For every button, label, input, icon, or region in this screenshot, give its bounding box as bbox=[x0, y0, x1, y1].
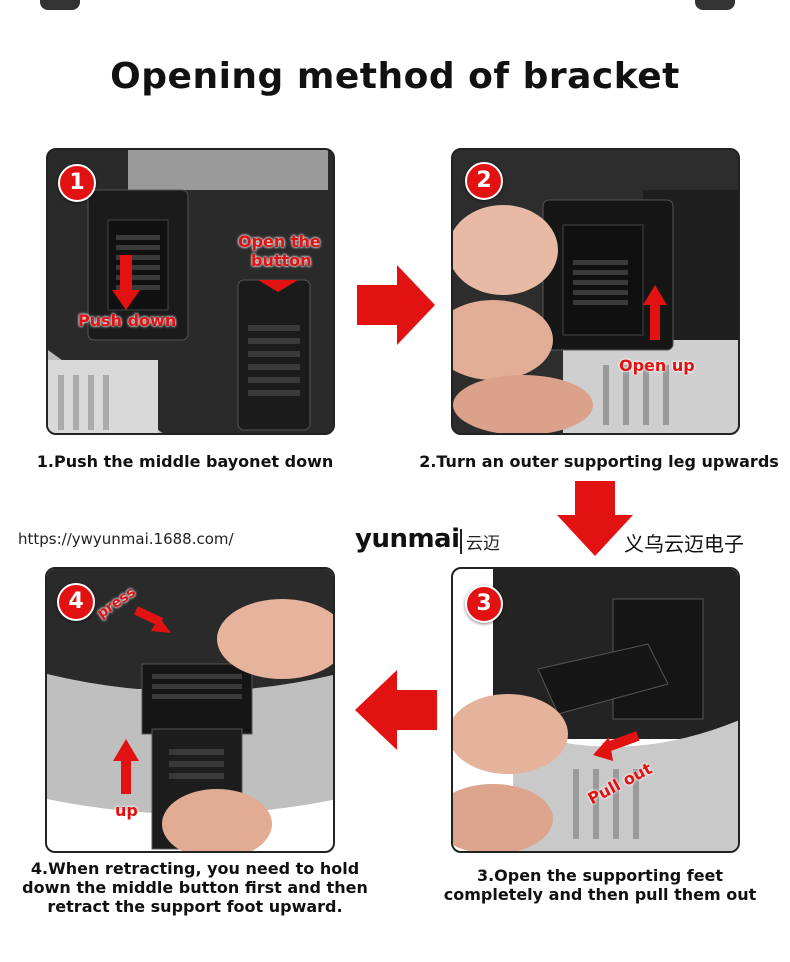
brand-logo-cn: 云迈 bbox=[460, 529, 500, 554]
step-3-caption-line-1: 3.Open the supporting feet bbox=[476, 866, 724, 885]
step-1-illustration bbox=[48, 150, 333, 433]
step-2-photo: 2 Open up bbox=[451, 148, 740, 435]
step-2-illustration bbox=[453, 150, 738, 433]
button-label: button bbox=[251, 251, 312, 270]
step-3-caption: 3.Open the supporting feet completely an… bbox=[430, 866, 770, 904]
step-3-illustration bbox=[453, 569, 738, 851]
step-2-caption: 2.Turn an outer supporting leg upwards bbox=[419, 452, 779, 471]
step-1-badge: 1 bbox=[58, 164, 96, 202]
step-3-caption-line-2: completely and then pull them out bbox=[443, 885, 757, 904]
arrow-down-icon bbox=[557, 481, 633, 556]
step-2-badge: 2 bbox=[465, 162, 503, 200]
top-right-decoration bbox=[695, 0, 735, 10]
open-up-label: Open up bbox=[619, 356, 695, 375]
step-3-badge: 3 bbox=[465, 585, 503, 623]
step-3-photo: 3 Pull out bbox=[451, 567, 740, 853]
up-label: up bbox=[115, 801, 138, 820]
step-4-badge: 4 bbox=[57, 583, 95, 621]
arrow-right-icon bbox=[357, 265, 435, 345]
arrow-left-icon bbox=[355, 670, 437, 750]
step-4-photo: 4 press up bbox=[45, 567, 335, 853]
step-4-caption-line-1: 4.When retracting, you need to hold bbox=[30, 859, 360, 878]
step-1-photo: 1 Open the button Push down bbox=[46, 148, 335, 435]
page-title: Opening method of bracket bbox=[110, 56, 680, 97]
top-left-decoration bbox=[40, 0, 80, 10]
step-4-caption: 4.When retracting, you need to hold down… bbox=[20, 859, 370, 916]
open-the-label: Open the bbox=[238, 232, 321, 251]
step-1-caption: 1.Push the middle bayonet down bbox=[36, 452, 334, 471]
push-down-label: Push down bbox=[78, 311, 177, 330]
step-4-illustration bbox=[47, 569, 333, 851]
store-url: https://ywyunmai.1688.com/ bbox=[18, 530, 234, 548]
brand-logo: yunmai bbox=[355, 524, 460, 554]
step-4-caption-line-3: retract the support foot upward. bbox=[47, 897, 343, 916]
company-name: 义乌云迈电子 bbox=[624, 532, 744, 556]
step-4-caption-line-2: down the middle button first and then bbox=[22, 878, 368, 897]
